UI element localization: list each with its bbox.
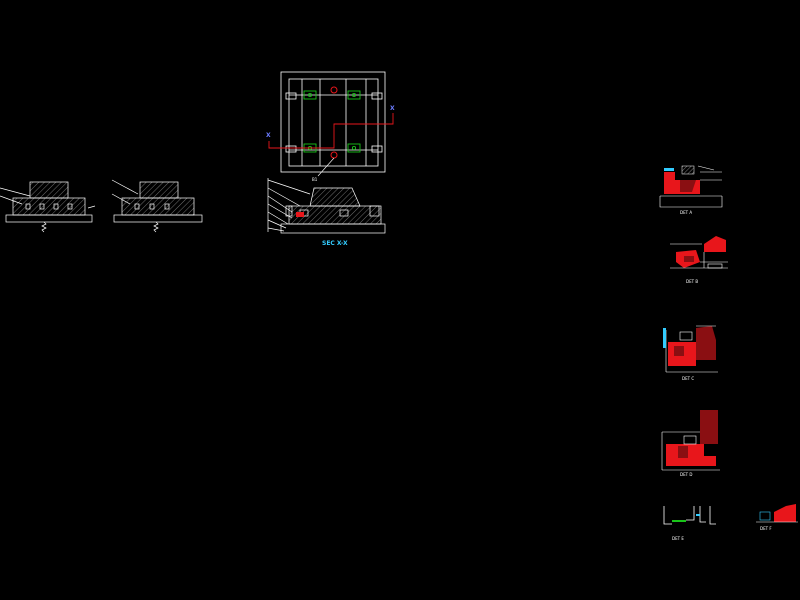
elevation-detail-1 [0,181,96,233]
section-mark-left: X [266,132,271,139]
detail-e-caption: DET E [672,536,684,541]
detail-d-caption: DET D [680,472,692,477]
detail-e: DET E [663,506,716,541]
elevation-detail-2 [111,179,203,233]
detail-a: DET A [659,165,723,215]
red-marker-top [330,86,338,94]
callout-leader [317,157,335,177]
section-cut-line [268,113,394,149]
detail-f-caption: DET F [760,526,772,531]
section-xx-title: SEC X-X [322,240,348,247]
detail-b-caption: DET B [686,279,698,284]
detail-d: DET D [661,410,720,477]
detail-c: DET C [663,325,718,381]
plan-callout-label: B1 [312,177,318,182]
detail-b: DET B [670,236,728,284]
section-red-pad [296,212,304,217]
detail-c-caption: DET C [682,376,694,381]
detail-f: DET F [756,504,798,531]
detail-a-caption: DET A [680,210,692,215]
plan-view: X X B1 [266,71,395,182]
section-mark-right: X [390,105,395,112]
section-xx: SEC X-X [267,178,386,247]
